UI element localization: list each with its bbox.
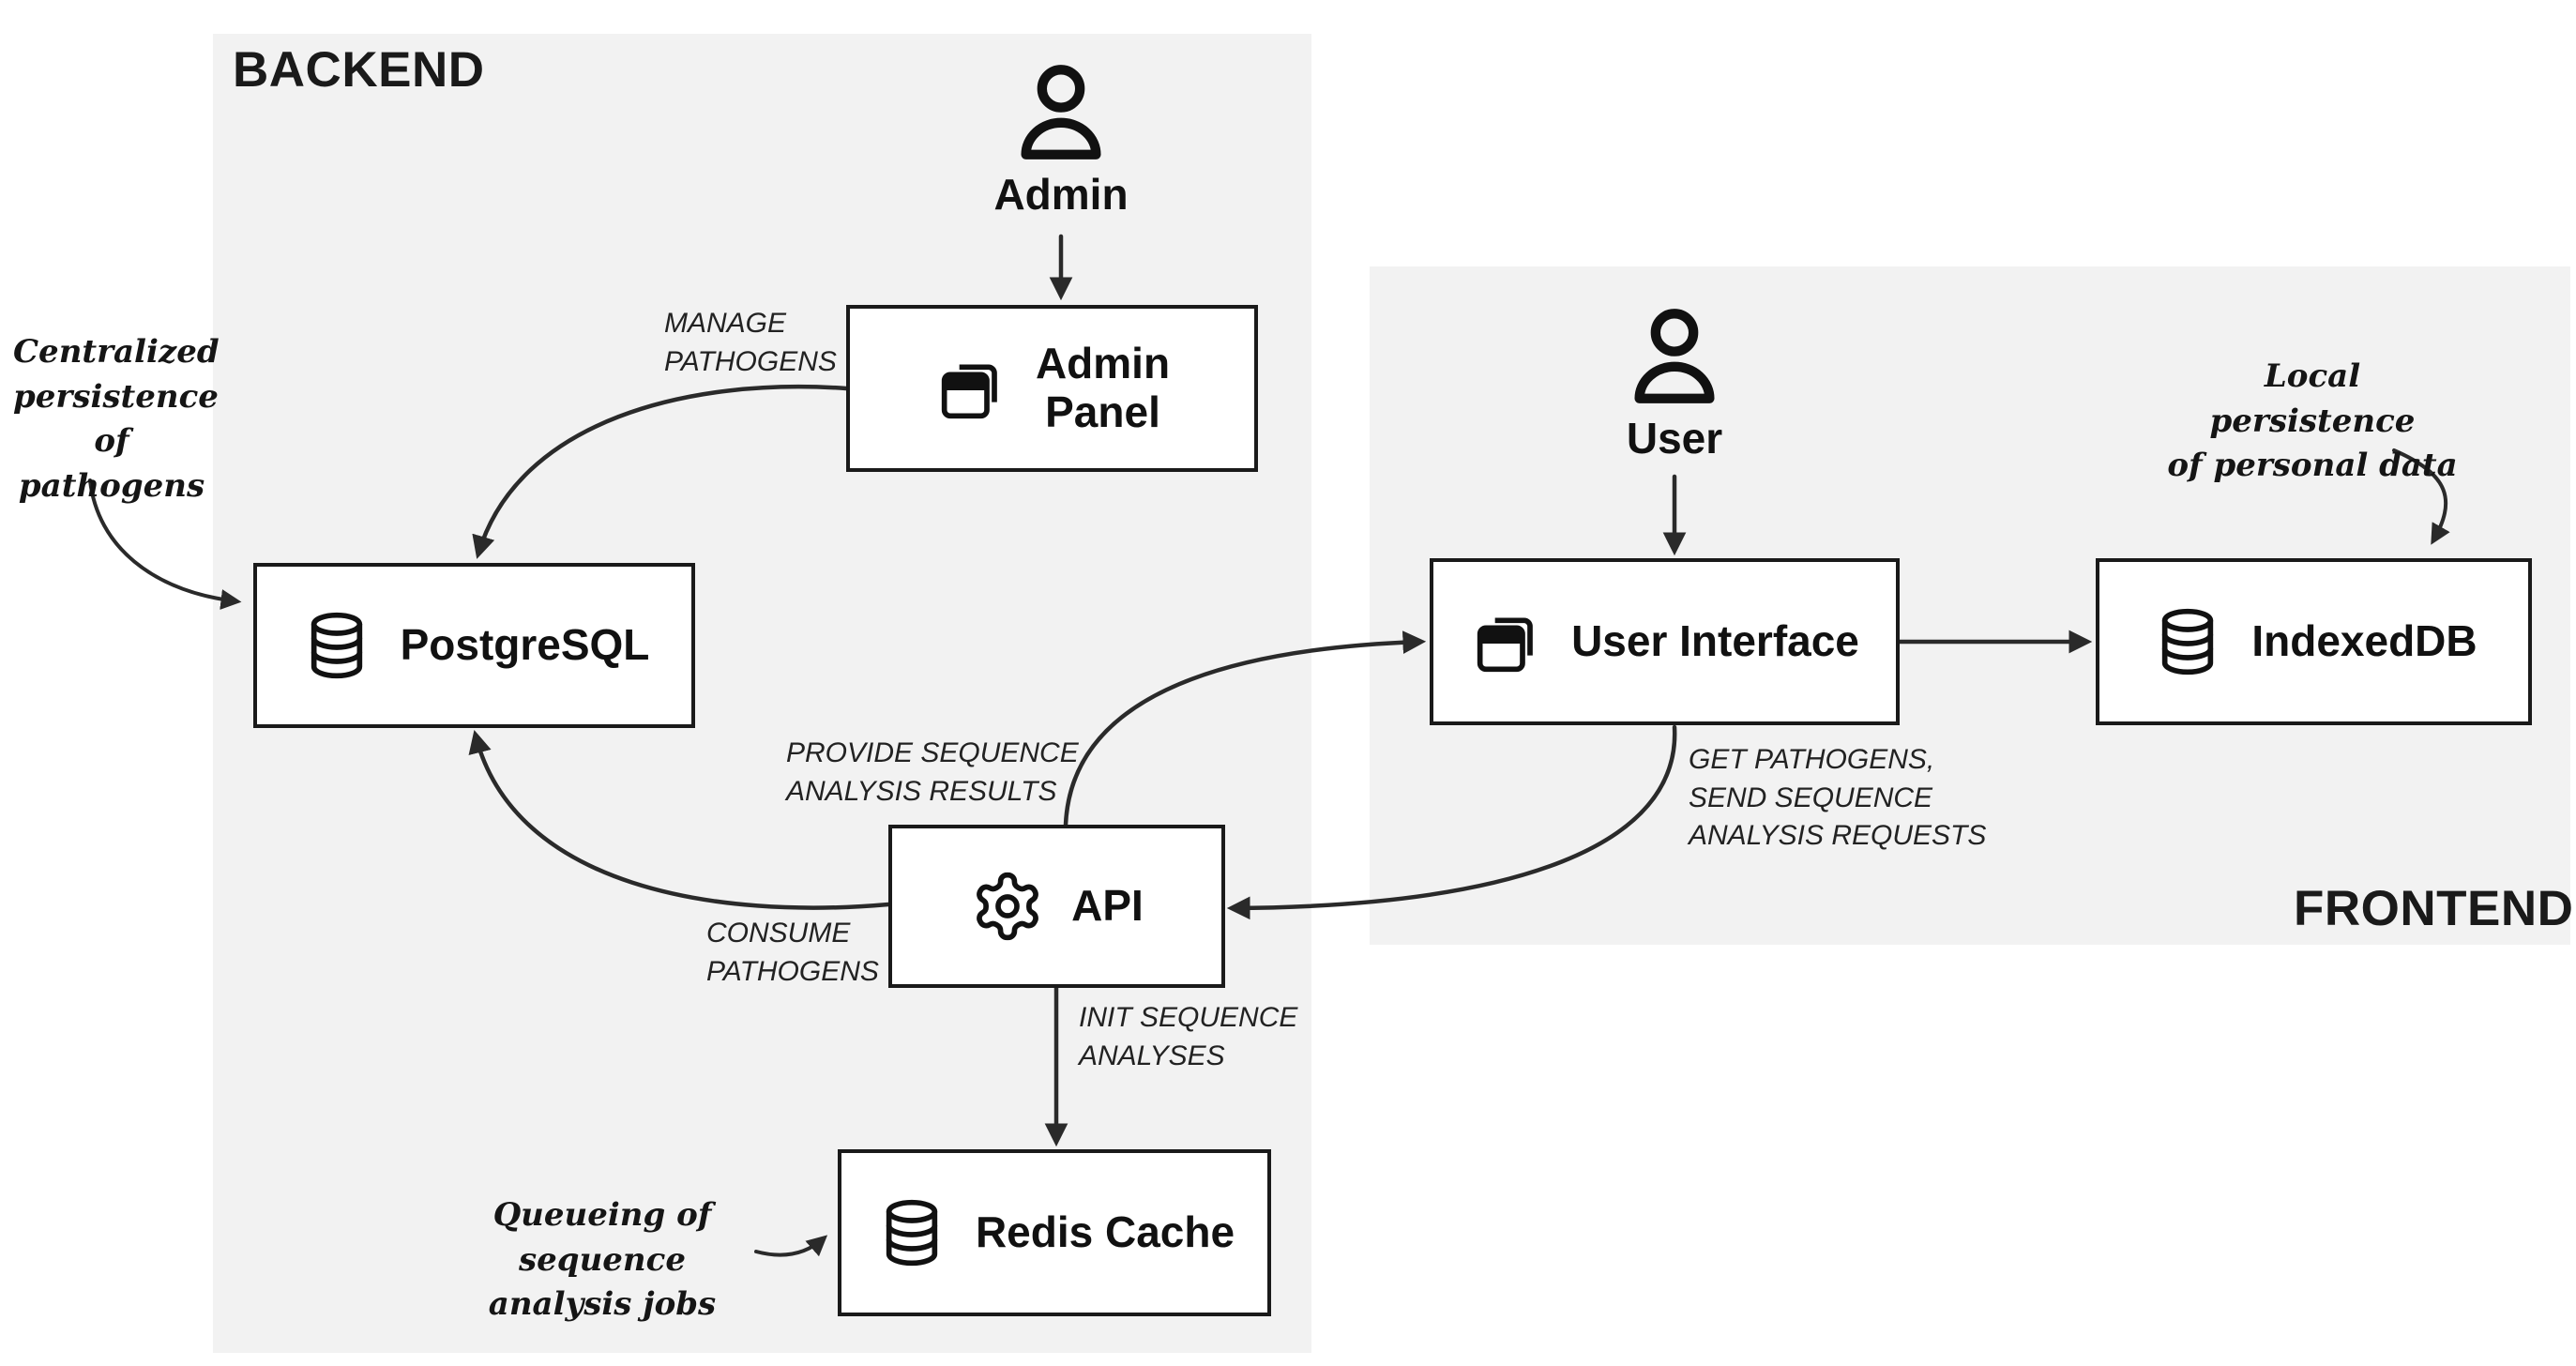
user-actor-label: User — [1626, 414, 1723, 463]
edge-label-consume-pathogens: CONSUME PATHOGENS — [706, 918, 879, 987]
node-postgresql-label: PostgreSQL — [400, 620, 650, 670]
node-user-interface-label: User Interface — [1571, 616, 1859, 666]
node-redis-cache-label: Redis Cache — [975, 1207, 1235, 1257]
node-api: API — [888, 825, 1225, 988]
node-admin-panel-label: Admin Panel — [1035, 339, 1171, 436]
node-api-label: API — [1071, 881, 1144, 931]
annotation-centralized-persistence: Centralized persistence of pathogens — [13, 333, 220, 505]
node-redis-cache: Redis Cache — [838, 1149, 1271, 1316]
database-icon — [2150, 604, 2225, 679]
node-admin-panel: Admin Panel — [846, 305, 1258, 472]
gear-icon — [970, 869, 1045, 944]
edge-label-init-sequence-analyses: INIT SEQUENCE ANALYSES — [1079, 1002, 1298, 1071]
edge-label-get-pathogens: GET PATHOGENS, SEND SEQUENCE ANALYSIS RE… — [1689, 744, 1987, 851]
node-indexeddb-label: IndexedDB — [2251, 616, 2478, 666]
node-postgresql: PostgreSQL — [253, 563, 695, 728]
admin-actor-label: Admin — [993, 170, 1129, 219]
browser-window-icon — [1470, 604, 1545, 679]
database-icon — [299, 608, 374, 683]
edge-label-manage-pathogens: MANAGE PATHOGENS — [664, 308, 837, 377]
admin-actor: Admin — [967, 58, 1155, 220]
node-user-interface: User Interface — [1430, 558, 1900, 725]
database-icon — [874, 1195, 949, 1270]
edge-label-provide-results: PROVIDE SEQUENCE ANALYSIS RESULTS — [786, 737, 1079, 807]
user-actor: User — [1581, 302, 1768, 463]
person-icon — [1619, 302, 1730, 413]
backend-region-label: BACKEND — [233, 42, 485, 98]
node-indexeddb: IndexedDB — [2096, 558, 2532, 725]
frontend-region-label: FRONTEND — [2294, 881, 2574, 936]
annotation-queueing-jobs: Queueing of sequence analysis jobs — [488, 1196, 717, 1324]
person-icon — [1006, 58, 1116, 169]
annotation-local-persistence: Local persistence of personal data — [2167, 357, 2458, 485]
browser-window-icon — [934, 351, 1009, 426]
